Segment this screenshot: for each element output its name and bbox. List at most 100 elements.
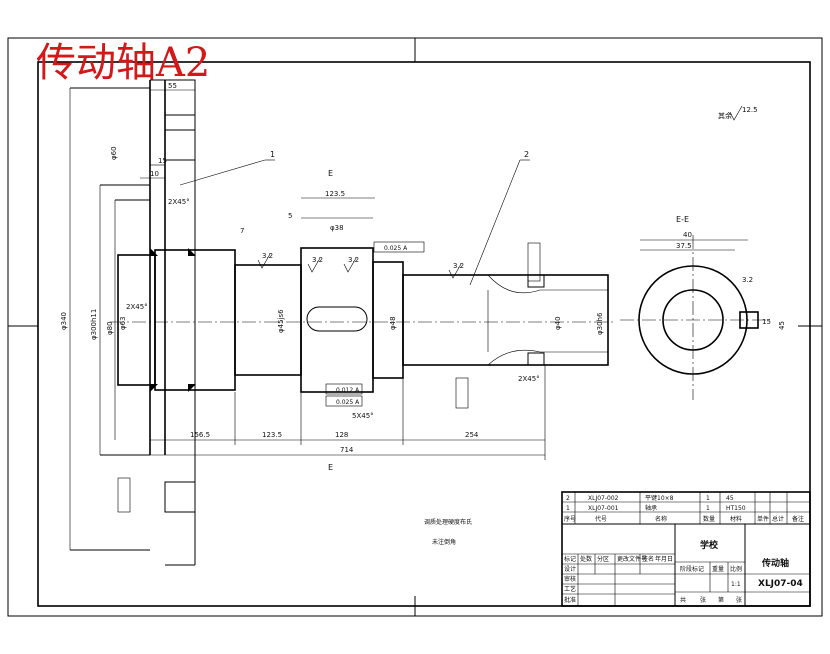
tb-scale-value: 1:1 [731, 581, 741, 588]
part-number-2: 2 [524, 150, 529, 159]
dim-phi38: φ38 [330, 224, 344, 232]
tol-frame-1: 0.025 A [384, 245, 408, 252]
tb-row2-qty: 1 [706, 505, 710, 512]
dim-10: 10 [150, 170, 159, 178]
tb-row1-name: 平键10×8 [645, 494, 674, 502]
tb-label-sign: 签名 [642, 555, 654, 563]
tb-h-no: 序号 [564, 515, 576, 523]
section-dim-37-5: 37.5 [676, 242, 692, 250]
section-dim-45: 45 [778, 321, 786, 330]
tb-label-stage: 阶段标记 [680, 565, 704, 573]
chamfer-3: 5X45° [352, 412, 374, 420]
section-dim-15: 15 [762, 318, 771, 326]
hub-section [70, 79, 196, 566]
tb-label-mark: 标记 [564, 555, 576, 563]
tol-frame-2: 0.012 A [336, 387, 360, 394]
tb-label-review: 审核 [564, 575, 576, 583]
roughness-other-label: 其余 [718, 111, 732, 120]
tb-label-no: 第 [718, 596, 724, 604]
tb-row1-mat: 45 [726, 495, 734, 502]
chamfer-2: 2X45° [126, 303, 148, 311]
tb-drawing-no: XLJ07-04 [758, 579, 803, 589]
dim-254: 254 [465, 431, 479, 439]
tb-label-process: 工艺 [564, 585, 576, 593]
dim-phi300: φ300h11 [90, 309, 98, 340]
roughness-2: 3.2 [312, 256, 323, 264]
inner-frame [37, 61, 811, 607]
section-dim-40: 40 [683, 231, 692, 239]
dim-phi48: φ48 [389, 316, 397, 330]
dim-714: 714 [340, 446, 354, 454]
dim-phi80: φ80 [106, 321, 114, 335]
dim-123-5-top: 123.5 [325, 190, 345, 198]
tol-frame-3: 0.025 A [336, 399, 360, 406]
tb-h-qty: 数量 [703, 515, 715, 523]
tb-label-approve: 批准 [564, 596, 576, 604]
tb-row2-no: 1 [566, 505, 570, 512]
tb-h-unit: 单件 [757, 515, 769, 523]
section-title: E-E [676, 215, 689, 224]
tb-row2-code: XLJ07-001 [588, 505, 619, 512]
dim-55: 55 [168, 82, 177, 90]
tb-label-sheet: 张 [700, 596, 706, 604]
shaft-profile [117, 247, 609, 393]
dim-phi340: φ340 [60, 312, 68, 330]
dim-123-5: 123.5 [262, 431, 282, 439]
chamfer-1: 2X45° [168, 198, 190, 206]
dim-5: 5 [288, 212, 292, 220]
roughness-other: 12.5 [742, 106, 758, 114]
note-tech-requirement: 调质处理硬度布氏 [424, 518, 472, 526]
tb-label-count: 处数 [580, 555, 592, 563]
tb-row2-mat: HT150 [726, 505, 746, 512]
dim-phi40: φ40 [554, 316, 562, 330]
drawing-title: 传动轴A2 [36, 40, 210, 86]
tb-label-date: 年月日 [655, 555, 673, 563]
title-block: 2 XLJ07-002 平键10×8 1 45 1 XLJ07-001 轴承 1… [561, 491, 811, 607]
tb-org: 学校 [700, 539, 719, 551]
dim-phi45js6: φ45js6 [277, 309, 285, 333]
section-roughness: 3.2 [742, 276, 753, 284]
dim-128: 128 [335, 431, 348, 439]
tb-part-name: 传动轴 [761, 557, 789, 569]
tb-row1-code: XLJ07-002 [588, 495, 619, 502]
dim-phi30h6: φ30h6 [596, 312, 604, 335]
note-tech-sub: 未注倒角 [432, 538, 456, 546]
section-marker-bottom: E [328, 463, 333, 472]
section-view: E-E 40 37.5 45 15 3.2 [620, 215, 786, 400]
dim-phi60: φ60 [110, 146, 118, 160]
chamfer-labels: 2X45° 2X45° 5X45° 2X45° [126, 198, 540, 420]
roughness-1: 3.2 [262, 252, 273, 260]
bottom-dimensions: 156.5 123.5 128 254 714 [150, 365, 546, 460]
tb-h-note: 备注 [792, 515, 804, 523]
tb-label-total: 共 [680, 596, 686, 604]
tb-label-sheet2: 张 [736, 596, 742, 604]
tb-h-code: 代号 [595, 515, 607, 523]
tb-label-zone: 分区 [597, 555, 609, 563]
tb-label-scale: 比例 [730, 565, 742, 573]
top-dimensions: 55 15 10 123.5 5 7 φ38 [140, 82, 375, 235]
tb-row2-name: 轴承 [645, 504, 657, 512]
roughness-marks: 3.2 3.2 3.2 3.2 12.5 其余 [257, 105, 758, 279]
tb-row1-no: 2 [566, 495, 570, 502]
tb-label-change: 更改文件号 [617, 555, 647, 563]
tb-h-mat: 材料 [730, 515, 742, 523]
tb-label-weight: 重量 [712, 565, 724, 573]
dim-15: 15 [158, 157, 167, 165]
part-number-1: 1 [270, 150, 275, 159]
dim-7: 7 [240, 227, 244, 235]
tb-h-name: 名称 [655, 515, 667, 523]
roughness-4: 3.2 [453, 262, 464, 270]
part-leaders: 1 2 E E [179, 150, 530, 472]
section-marker-top: E [328, 169, 333, 178]
dim-156-5: 156.5 [190, 431, 210, 439]
roughness-3: 3.2 [348, 256, 359, 264]
vertical-dimensions: φ340 φ300h11 φ80 φ63 φ45js6 φ48 φ40 φ30h… [60, 88, 604, 550]
chamfer-4: 2X45° [518, 375, 540, 383]
tolerance-frames: 0.025 A 0.012 A 0.025 A [117, 241, 541, 513]
tb-row1-qty: 1 [706, 495, 710, 502]
tb-label-design: 设计 [564, 565, 576, 573]
dim-phi63: φ63 [119, 316, 127, 330]
tb-h-total: 总计 [772, 515, 784, 523]
outer-frame [7, 37, 823, 617]
